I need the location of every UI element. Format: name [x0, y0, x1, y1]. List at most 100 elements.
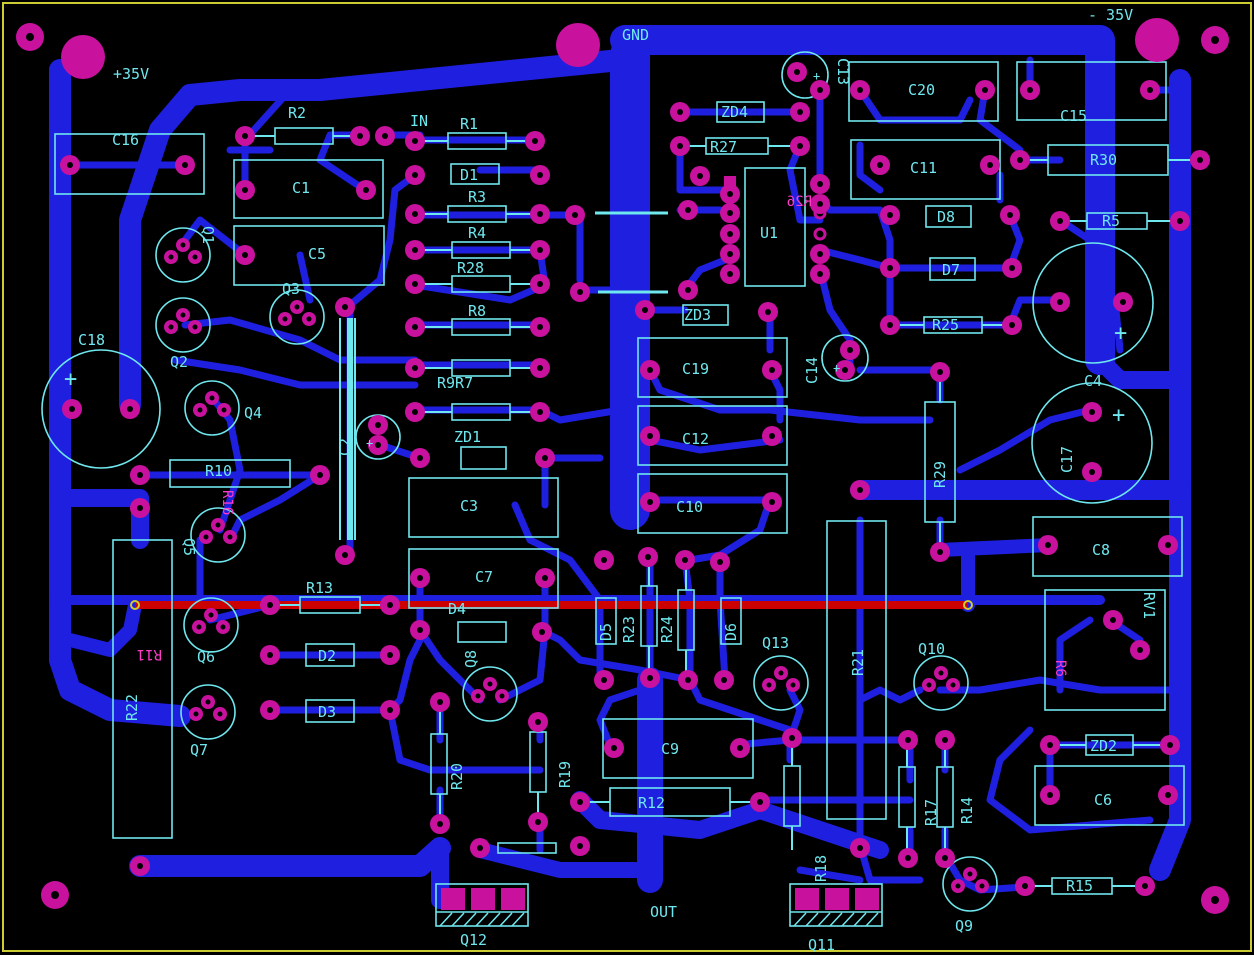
label-q11: Q11	[808, 936, 835, 954]
pad-hole	[382, 133, 388, 139]
label-q3: Q3	[282, 280, 300, 298]
pad-hole	[647, 499, 653, 505]
pad-hole	[601, 557, 607, 563]
label-r25: R25	[932, 316, 959, 334]
pad-hole	[572, 212, 578, 218]
pad-hole	[645, 554, 651, 560]
dip-pin	[723, 187, 737, 201]
pad-hole	[487, 681, 493, 687]
pad-hole	[905, 737, 911, 743]
pad-hole	[794, 69, 800, 75]
pad-hole	[1047, 742, 1053, 748]
label-c9: C9	[661, 740, 679, 758]
label-c6: C6	[1094, 791, 1112, 809]
label-r14: R14	[958, 797, 976, 824]
pad-hole	[193, 711, 199, 717]
pad-hole	[197, 407, 203, 413]
label-d2: D2	[318, 647, 336, 665]
pad-hole	[577, 289, 583, 295]
label-c15: C15	[1060, 107, 1087, 125]
pad-hole	[535, 819, 541, 825]
pad-hole	[499, 693, 505, 699]
pad-hole	[1017, 157, 1023, 163]
pad-hole	[905, 855, 911, 861]
pad-hole	[677, 143, 683, 149]
label-c19: C19	[682, 360, 709, 378]
pad-hole	[1057, 299, 1063, 305]
label-q12: Q12	[460, 931, 487, 949]
label-c17: C17	[1058, 446, 1076, 473]
pad-hole	[180, 312, 186, 318]
label-r26: R26	[787, 194, 812, 210]
pad-hole	[196, 624, 202, 630]
label-c14: C14	[803, 357, 821, 384]
pad-hole	[727, 191, 733, 197]
pad-hole	[737, 745, 743, 751]
svg-text:+: +	[1112, 403, 1125, 428]
pad-hole	[412, 172, 418, 178]
label-d1: D1	[460, 166, 478, 184]
pad-hole	[137, 472, 143, 478]
pad-hole	[412, 409, 418, 415]
label-r15: R15	[1066, 877, 1093, 895]
svg-text:+: +	[366, 436, 373, 450]
label-r21: R21	[849, 649, 867, 676]
pad-hole	[721, 677, 727, 683]
label-c11: C11	[910, 159, 937, 177]
pad-hole	[387, 707, 393, 713]
label-c1: C1	[292, 179, 310, 197]
pad-hole	[294, 304, 300, 310]
pad-hole	[242, 133, 248, 139]
component-labels: +35V - 35V GND IN OUT C16 C1 C5 C18 C3 C…	[78, 6, 1158, 954]
pad-hole	[1167, 742, 1173, 748]
label-r29: R29	[931, 461, 949, 488]
pad-hole	[1009, 322, 1015, 328]
label-d5: D5	[597, 623, 615, 641]
pad-hole	[1147, 87, 1153, 93]
pad-hole	[375, 442, 381, 448]
pad-hole	[778, 670, 784, 676]
dip-pin	[813, 206, 827, 220]
label-q10: Q10	[918, 640, 945, 658]
label-r4: R4	[468, 224, 486, 242]
pad-hole	[437, 699, 443, 705]
pad-hole	[127, 406, 133, 412]
label-q13: Q13	[762, 634, 789, 652]
pad-hole	[577, 843, 583, 849]
pad-hole	[817, 181, 823, 187]
label-q2: Q2	[170, 353, 188, 371]
label-r17: R17	[922, 799, 940, 826]
pad-hole	[717, 559, 723, 565]
pad-hole	[647, 433, 653, 439]
pad-hole	[532, 138, 538, 144]
label-q6: Q6	[197, 648, 215, 666]
pad-hole	[1027, 87, 1033, 93]
pad-hole	[979, 883, 985, 889]
pad-hole	[1197, 157, 1203, 163]
label-q4: Q4	[244, 404, 262, 422]
label-zd2: ZD2	[1090, 737, 1117, 755]
pad-hole	[412, 281, 418, 287]
pad-hole	[242, 187, 248, 193]
pad-hole	[1009, 265, 1015, 271]
pad-hole	[227, 534, 233, 540]
label-zd1: ZD1	[454, 428, 481, 446]
pad-hole	[727, 210, 733, 216]
pad-hole	[535, 719, 541, 725]
svg-text:+: +	[813, 69, 820, 83]
pad-hole	[601, 677, 607, 683]
pad-hole	[242, 252, 248, 258]
label-r12: R12	[638, 794, 665, 812]
pad-hole	[137, 505, 143, 511]
pad-hole	[727, 231, 733, 237]
pad-hole	[877, 162, 883, 168]
label-c10: C10	[676, 498, 703, 516]
pad-hole	[69, 406, 75, 412]
label-r16: R16	[219, 490, 235, 515]
pad-hole	[887, 322, 893, 328]
label-c5: C5	[308, 245, 326, 263]
pad-hole	[938, 670, 944, 676]
pad-hole	[1142, 883, 1148, 889]
pad-hole	[412, 138, 418, 144]
